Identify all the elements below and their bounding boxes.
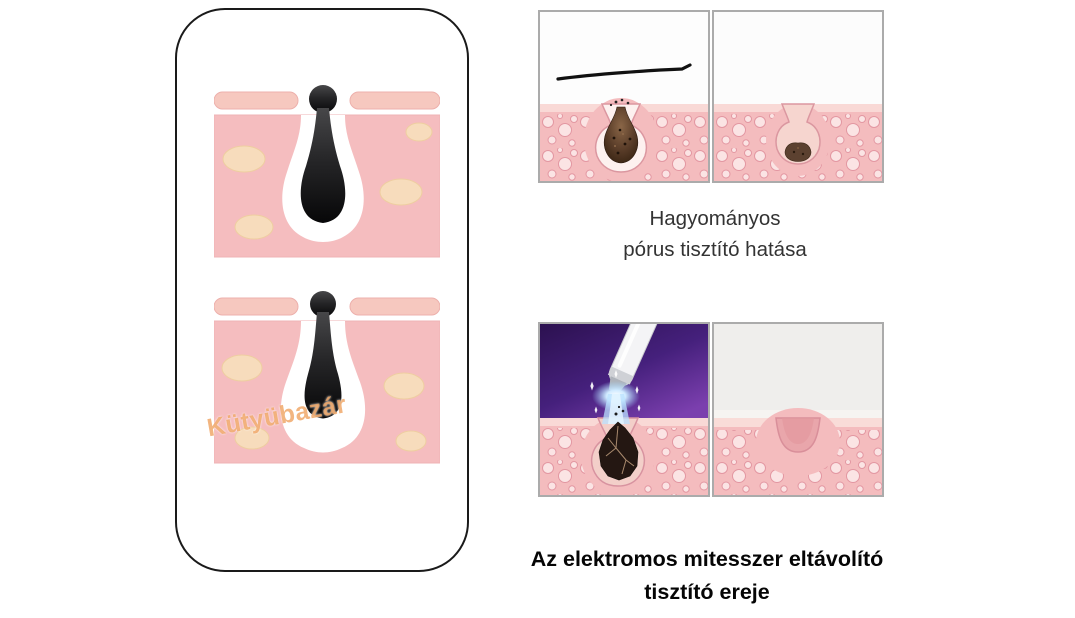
caption-electric: Az elektromos mitesszer eltávolító tiszt… [503, 543, 911, 609]
skin-surface-bar-right [349, 297, 440, 316]
blackhead-brown-icon [603, 106, 639, 164]
extracted-specks [614, 405, 625, 416]
sparkle-icons [590, 370, 641, 414]
clean-pore-illustration [714, 324, 882, 495]
device-outline-frame [175, 8, 469, 572]
caption-electric-line2: tisztító ereje [644, 580, 770, 604]
blackhead-icon [300, 85, 346, 223]
blackhead-residue-icon [784, 142, 812, 162]
panel-traditional-after [712, 10, 884, 183]
caption-traditional-line2: pórus tisztító hatása [623, 238, 807, 261]
skin-surface-bar-left [214, 91, 299, 110]
skin-surface-bar-right [349, 91, 440, 110]
skin-surface-bar-left [214, 297, 299, 316]
blackhead-speckles [612, 128, 632, 155]
pore-inner-shading [782, 418, 814, 444]
surface-specks [609, 98, 630, 107]
suction-beam [602, 394, 630, 424]
caption-traditional-line1: Hagyományos [649, 207, 781, 230]
panel-electric-before [538, 322, 710, 497]
blackhead-cracks [605, 425, 635, 475]
sebaceous-glands [221, 354, 427, 452]
caption-traditional: Hagyományos pórus tisztító hatása [515, 203, 915, 265]
residue-speckles [792, 147, 805, 156]
panel-electric-after [712, 322, 884, 497]
panel-traditional-before [538, 10, 710, 183]
clogged-pore-diagram-top [214, 85, 440, 258]
blackhead-icon [304, 291, 342, 419]
pore-residue-illustration [714, 12, 882, 181]
sebaceous-glands [222, 122, 433, 240]
clogged-pore-diagram-bottom [214, 291, 440, 464]
scraper-tool-icon [556, 63, 692, 81]
scraper-over-pore-illustration [540, 12, 708, 181]
vacuum-extraction-illustration [540, 324, 708, 495]
caption-electric-line1: Az elektromos mitesszer eltávolító [530, 547, 884, 571]
